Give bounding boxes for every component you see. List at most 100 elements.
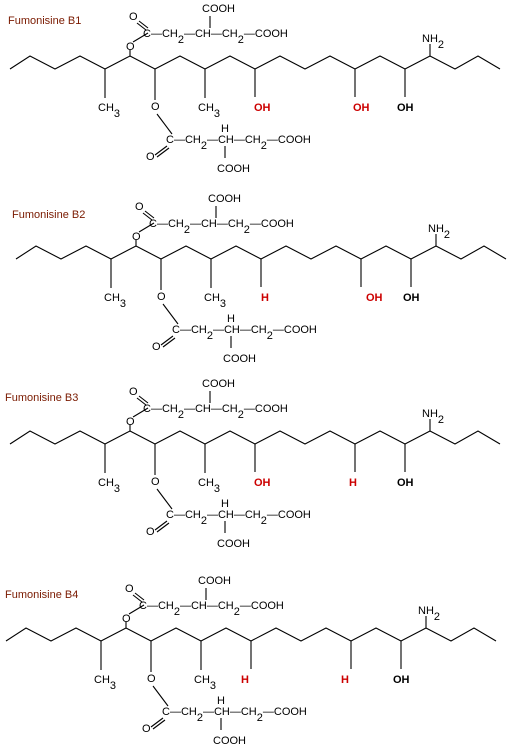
molecule-title: Fumonisine B2 <box>12 209 85 221</box>
carbonyl-oxygen: O <box>125 583 134 595</box>
amine-label: NH2 <box>422 408 444 426</box>
carbonyl-bond <box>156 147 170 158</box>
substituent-1: OH <box>254 477 271 489</box>
carbonyl-bond <box>136 22 147 31</box>
ester-bond <box>132 407 149 418</box>
methyl-label: CH3 <box>194 674 216 692</box>
methine-h: H <box>217 695 225 707</box>
carbonyl-oxygen: O <box>152 341 161 353</box>
methyl-label: CH3 <box>94 674 116 692</box>
carbonyl-oxygen: O <box>129 11 138 23</box>
carbonyl-bond <box>136 397 147 406</box>
carbonyl-oxygen: O <box>129 386 138 398</box>
subscript: 2 <box>438 414 444 426</box>
upper-acid-chain: C—CH2—CH—CH2—COOH <box>143 403 288 421</box>
ester-bond <box>128 604 145 615</box>
molecule-title: Fumonisine B4 <box>5 589 78 601</box>
subscript: 2 <box>444 229 450 241</box>
methyl-label: CH3 <box>98 102 120 120</box>
amine-label: NH2 <box>422 33 444 51</box>
carboxyl-bottom: COOH <box>213 735 246 747</box>
carboxyl-bottom: COOH <box>217 163 250 175</box>
subscript: 2 <box>434 611 440 623</box>
methyl-label: CH3 <box>104 292 126 310</box>
carbonyl-oxygen: O <box>135 201 144 213</box>
substituent-3: OH <box>403 292 420 304</box>
subscript: 3 <box>214 108 220 120</box>
ester-bond <box>132 32 149 43</box>
subscript: 3 <box>220 298 226 310</box>
ester-oxygen: O <box>147 673 156 685</box>
carbonyl-oxygen: O <box>146 151 155 163</box>
ester-oxygen: O <box>126 416 135 428</box>
methyl-label: CH3 <box>198 102 220 120</box>
ester-oxygen: O <box>132 231 141 243</box>
carboxyl-top: COOH <box>198 575 231 587</box>
carboxyl-top: COOH <box>208 193 241 205</box>
subscript: 3 <box>110 680 116 692</box>
methyl-label: CH3 <box>98 477 120 495</box>
carboxyl-top: COOH <box>202 378 235 390</box>
substituent-3: OH <box>397 102 414 114</box>
substituent-2: H <box>349 477 357 489</box>
methine-h: H <box>221 123 229 135</box>
molecule-title: Fumonisine B3 <box>5 392 78 404</box>
carbonyl-bond <box>160 335 174 346</box>
carbonyl-bond <box>156 522 170 533</box>
subscript: 3 <box>210 680 216 692</box>
substituent-2: H <box>341 674 349 686</box>
carbonyl-bond <box>138 20 149 29</box>
ester-bond <box>156 488 173 510</box>
amine-label: NH2 <box>428 223 450 241</box>
carbonyl-bond <box>142 212 153 221</box>
amine-label: NH2 <box>418 605 440 623</box>
ester-bond <box>138 222 155 233</box>
carbonyl-oxygen: O <box>142 723 151 735</box>
carbonyl-bond <box>132 594 143 603</box>
molecule-title: Fumonisine B1 <box>8 15 81 27</box>
substituent-2: OH <box>366 292 383 304</box>
substituent-1: H <box>261 292 269 304</box>
carbon-backbone <box>9 430 501 445</box>
carbonyl-bond <box>154 520 168 531</box>
ester-bond <box>152 685 169 707</box>
carbon-backbone <box>9 55 501 70</box>
lower-acid-chain: C—CH2—CH—CH2—COOH <box>166 134 311 152</box>
upper-acid-chain: C—CH2—CH—CH2—COOH <box>149 218 294 236</box>
ester-bond <box>162 303 179 325</box>
lower-acid-chain: C—CH2—CH—CH2—COOH <box>172 324 317 342</box>
carbonyl-bond <box>144 210 155 219</box>
carbonyl-bond <box>162 337 176 348</box>
methyl-label: CH3 <box>204 292 226 310</box>
carbonyl-oxygen: O <box>146 526 155 538</box>
substituent-2: OH <box>353 102 370 114</box>
lower-acid-chain: C—CH2—CH—CH2—COOH <box>162 706 307 724</box>
subscript: 3 <box>214 483 220 495</box>
carboxyl-bottom: COOH <box>223 353 256 365</box>
carbon-backbone <box>5 627 497 642</box>
ester-oxygen: O <box>151 101 160 113</box>
carbonyl-bond <box>134 592 145 601</box>
ester-oxygen: O <box>151 476 160 488</box>
substituent-1: H <box>241 674 249 686</box>
carboxyl-top: COOH <box>202 3 235 15</box>
substituent-3: OH <box>397 477 414 489</box>
carbonyl-bond <box>150 717 164 728</box>
ester-bond <box>156 113 173 135</box>
methine-h: H <box>227 313 235 325</box>
substituent-3: OH <box>393 674 410 686</box>
ester-oxygen: O <box>126 41 135 53</box>
subscript: 3 <box>114 108 120 120</box>
lower-acid-chain: C—CH2—CH—CH2—COOH <box>166 509 311 527</box>
subscript: 3 <box>120 298 126 310</box>
ester-oxygen: O <box>157 291 166 303</box>
carbonyl-bond <box>138 395 149 404</box>
carbon-backbone <box>15 245 507 260</box>
ester-oxygen: O <box>122 613 131 625</box>
substituent-1: OH <box>254 102 271 114</box>
carbonyl-bond <box>152 719 166 730</box>
subscript: 2 <box>438 39 444 51</box>
